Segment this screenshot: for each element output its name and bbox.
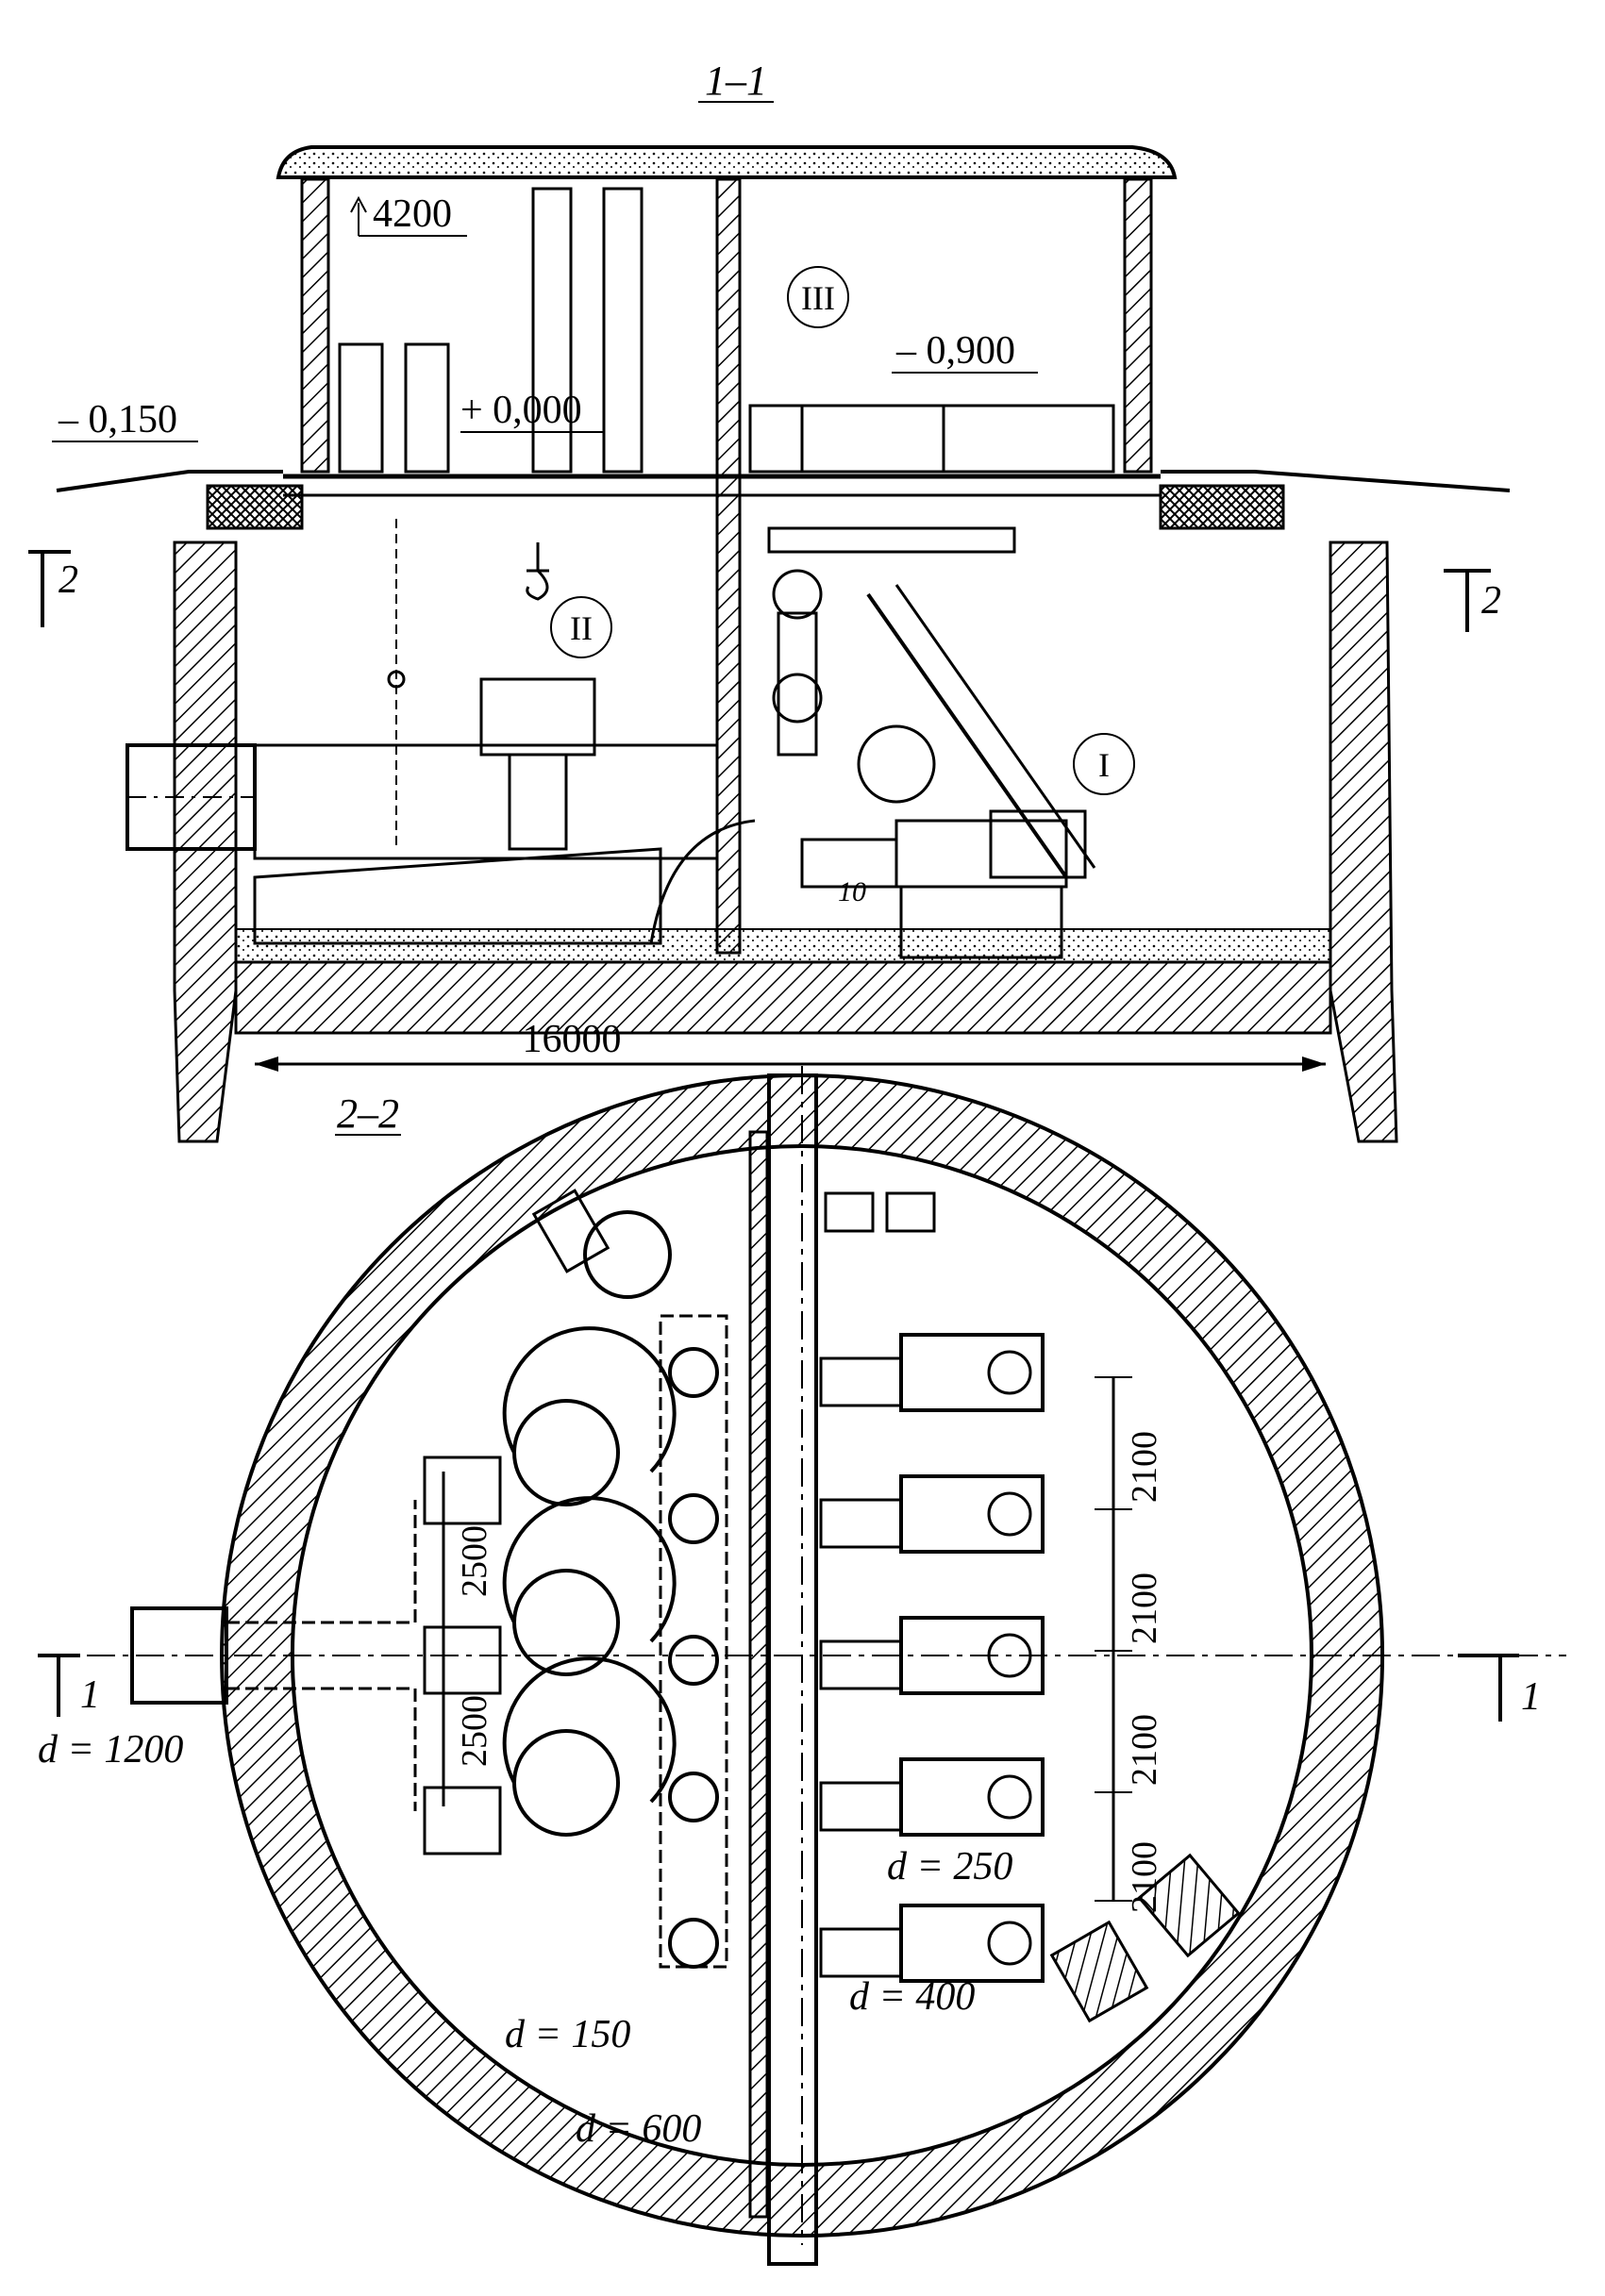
left-wall-upper (300, 177, 330, 474)
diameter-400: d = 400 (849, 1975, 975, 2019)
round-tank (583, 1210, 672, 1299)
spacing-left-2: 2500 (455, 1695, 494, 1767)
shaft-right-wall (1329, 541, 1398, 1143)
inlet-pipe-plan (130, 1606, 228, 1705)
pump-motor-unit-1 (819, 1333, 1045, 1412)
diameter-600: d = 600 (576, 2107, 701, 2151)
width-dimension: 16000 (523, 1018, 622, 1061)
section-1-title: 1–1 (705, 58, 767, 104)
room-marker-II (550, 596, 612, 658)
spacing-right-4: 2100 (1125, 1841, 1164, 1913)
pump-motor-unit-5 (819, 1904, 1045, 1983)
cut-mark-2-right: 2 (1481, 579, 1501, 623)
base-slab (234, 960, 1332, 1035)
elev-upper-floor: – 0,900 (895, 329, 1015, 373)
room-label-III: III (801, 279, 835, 317)
section-1-1: 1–1 (28, 58, 1511, 1143)
diameter-250: d = 250 (887, 1845, 1012, 1888)
volute-pump-1 (423, 1326, 677, 1525)
diameter-inlet: d = 1200 (38, 1728, 183, 1772)
spacing-right-1: 2100 (1125, 1431, 1164, 1503)
cut-mark-2-left: 2 (59, 558, 78, 602)
right-wall-upper (1123, 177, 1153, 474)
shaft-ring (220, 1073, 1385, 2238)
room-label-II: II (570, 609, 593, 647)
spacing-left-1: 2500 (455, 1525, 494, 1597)
room-marker-III (787, 266, 849, 328)
spacing-right-2: 2100 (1125, 1572, 1164, 1644)
shaft-left-wall (173, 541, 238, 1143)
elev-ground-floor: + 0,000 (460, 389, 582, 432)
elev-ground-level: – 0,150 (58, 398, 177, 441)
cut-mark-1-right: 1 (1521, 1675, 1541, 1719)
room-marker-I (1073, 733, 1135, 795)
roof-slab (276, 145, 1178, 179)
room-label-I: I (1098, 746, 1110, 784)
diameter-150: d = 150 (505, 2013, 630, 2056)
item-number: 10 (838, 876, 866, 907)
cut-mark-1-left: 1 (80, 1673, 100, 1717)
pump-motor-unit-3 (819, 1616, 1045, 1695)
section-2-title: 2–2 (337, 1090, 399, 1137)
spacing-right-3: 2100 (1125, 1714, 1164, 1786)
volute-pump-3 (423, 1656, 677, 1855)
middle-wall (715, 177, 742, 955)
elev-roof: 4200 (373, 192, 452, 236)
pump-motor-unit-2 (819, 1474, 1045, 1554)
section-2-2: 2–2 (38, 1066, 1566, 2266)
dividing-wall (748, 1130, 769, 2219)
pump-motor-unit-4 (819, 1757, 1045, 1837)
header-pipe (767, 1073, 818, 2266)
volute-pump-2 (423, 1496, 677, 1695)
